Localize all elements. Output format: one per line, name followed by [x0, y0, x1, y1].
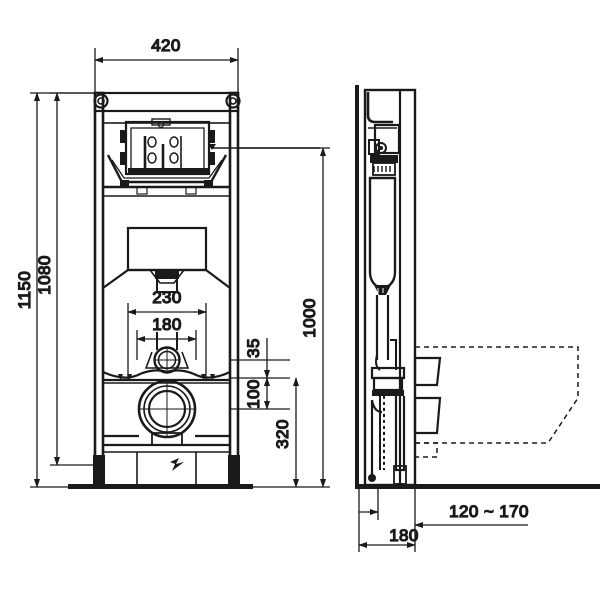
dimension-lines-front: 420 1150 1080 230 180: [14, 35, 239, 488]
bowl-fixing-lugs: [413, 356, 442, 435]
flush-pipe-outlet: [144, 332, 190, 374]
toilet-bowl-outline: [415, 346, 579, 458]
side-soil-pipe: [368, 395, 407, 485]
dim-320: 320: [253, 377, 330, 488]
dim-label-1080: 1080: [35, 255, 54, 294]
dim-label-1000: 1000: [300, 298, 319, 337]
support-brackets: [106, 154, 228, 187]
dim-120-170: 120 ~ 170: [414, 489, 529, 529]
dim-1080: 1080: [34, 92, 103, 466]
dim-1150: 1150: [14, 92, 103, 488]
dim-label-120-170: 120 ~ 170: [449, 502, 529, 521]
lower-panel: [103, 443, 230, 485]
side-section-view: [355, 85, 600, 489]
side-frame-outline: [363, 88, 417, 487]
dim-label-100: 100: [244, 379, 263, 409]
dim-230: 230: [127, 287, 207, 380]
dim-180-front: 180: [136, 314, 197, 360]
floor-line-side: [355, 484, 600, 489]
dim-1000: 1000: [238, 147, 330, 488]
mid-rail-upper: [103, 185, 230, 197]
dim-label-420: 420: [151, 36, 181, 55]
dim-label-1150: 1150: [15, 271, 34, 309]
fixing-plate: [102, 369, 231, 382]
cistern-body: [102, 226, 231, 293]
side-valve-assembly: [368, 123, 401, 176]
soil-pipe-outlet: [103, 379, 230, 446]
dim-label-230: 230: [152, 288, 182, 307]
dimension-lines-side: 120 ~ 170 180: [358, 489, 529, 552]
dim-label-35: 35: [244, 338, 263, 358]
side-cistern-tank: [368, 176, 397, 295]
dim-label-180-side: 180: [389, 526, 419, 545]
dim-label-320: 320: [273, 419, 292, 449]
floor-line-front: [68, 484, 253, 489]
dim-35: 35: [230, 337, 290, 379]
wall-line: [355, 85, 359, 485]
dim-label-180-front: 180: [152, 315, 182, 334]
dim-180-side: 180: [358, 489, 419, 552]
dim-100: 100: [230, 377, 290, 410]
front-elevation-view: [68, 91, 320, 489]
dimension-lines-right: 35 100 320 1000: [230, 147, 330, 488]
side-flush-pipe: [370, 295, 406, 396]
dim-420: 420: [94, 35, 239, 93]
